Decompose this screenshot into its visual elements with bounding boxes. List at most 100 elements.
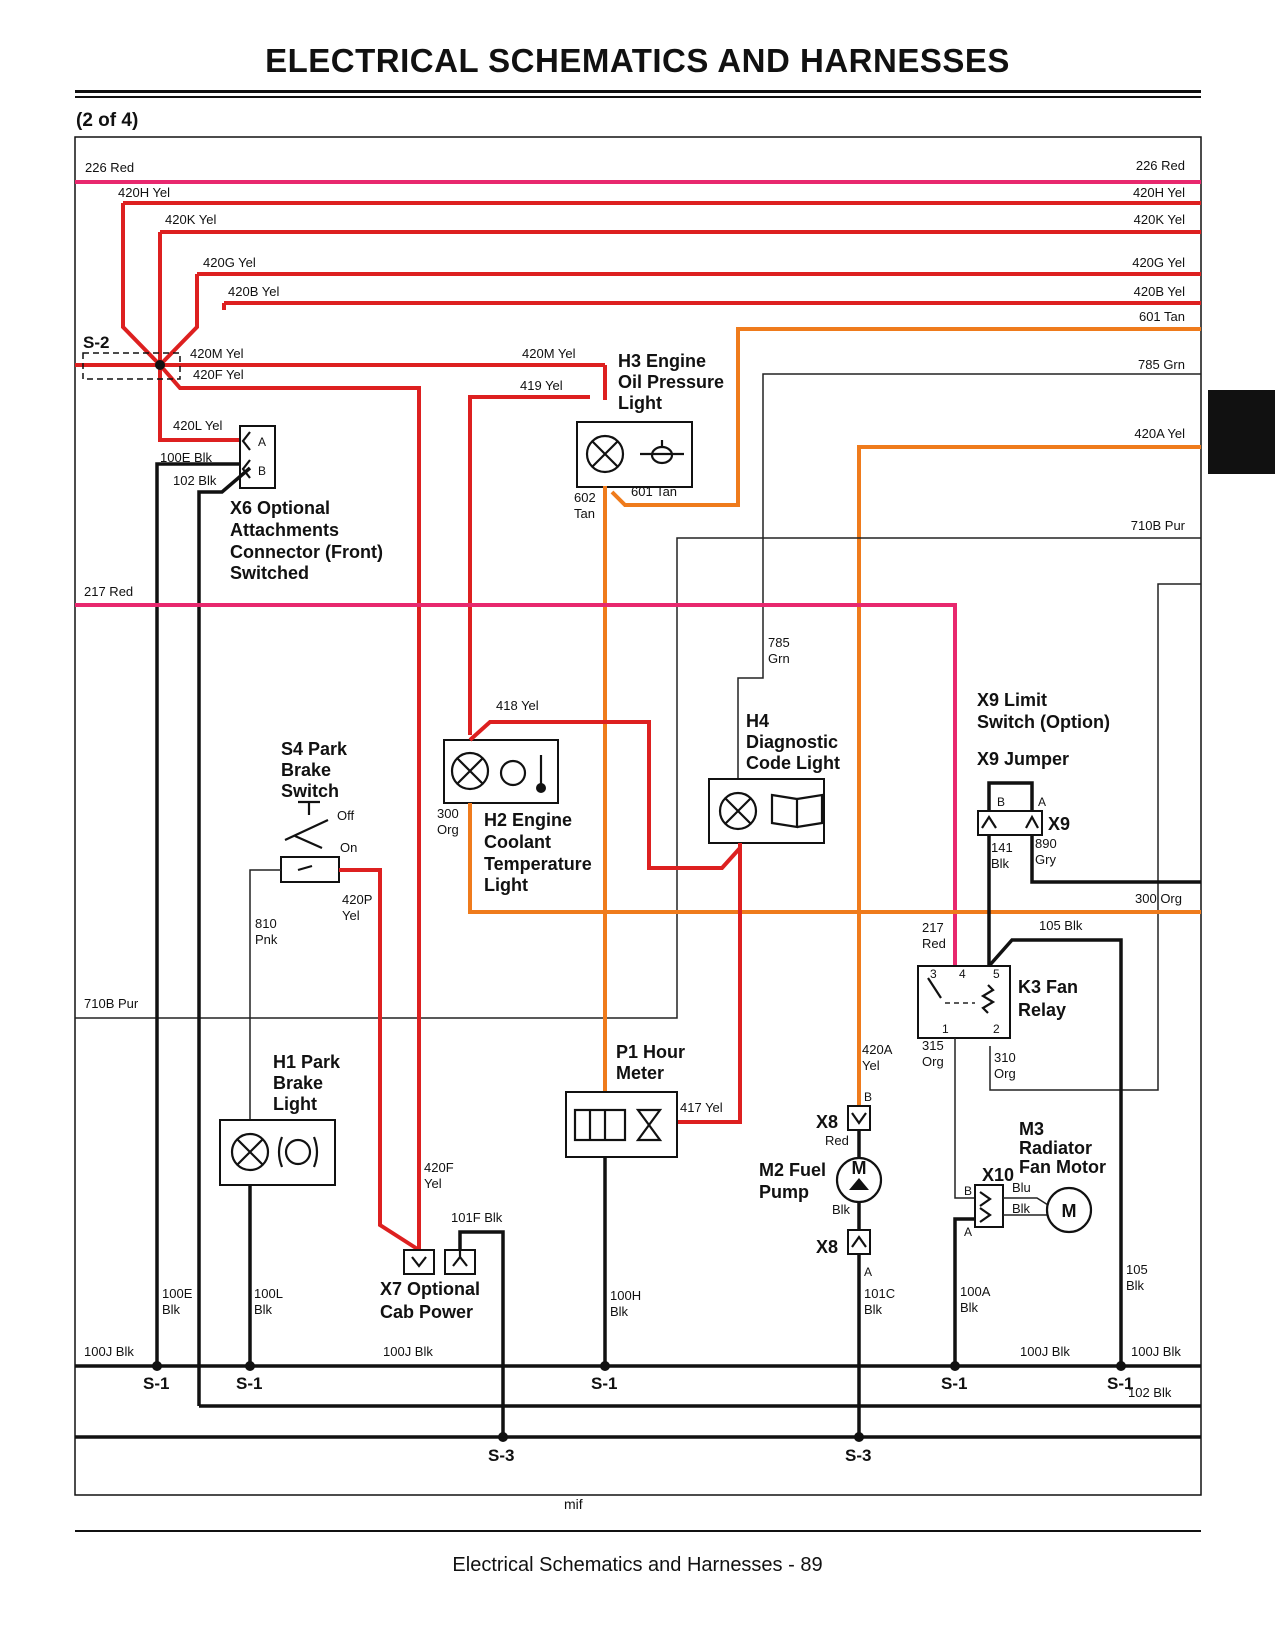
wire-label: Yel bbox=[862, 1058, 880, 1073]
wire-label: 602 bbox=[574, 490, 596, 505]
wire-label: Blk bbox=[832, 1202, 851, 1217]
wire-label: Blu bbox=[1012, 1180, 1031, 1195]
wire-420p-yel bbox=[339, 868, 421, 1252]
wire-label: Blk bbox=[960, 1300, 979, 1315]
s4-switch-symbol bbox=[284, 800, 329, 850]
k3-pin-3-label: 3 bbox=[930, 967, 937, 981]
wire-label: 417 Yel bbox=[680, 1100, 723, 1115]
s1-splice-dot-5 bbox=[1116, 1361, 1126, 1371]
wire-label: 310 bbox=[994, 1050, 1016, 1065]
x8-bottom-connector bbox=[847, 1229, 871, 1255]
p1-box bbox=[565, 1091, 678, 1158]
wire-label: 300 bbox=[437, 806, 459, 821]
k3-pin-1-label: 1 bbox=[942, 1022, 949, 1036]
wire-label: 420A Yel bbox=[1134, 426, 1185, 441]
x9-label-2: Switch (Option) bbox=[977, 712, 1110, 732]
wire-label: 420H Yel bbox=[118, 185, 170, 200]
m3-label-1: M3 bbox=[1019, 1119, 1044, 1139]
wire-label: 217 Red bbox=[84, 584, 133, 599]
h1-label-3: Light bbox=[273, 1094, 317, 1114]
wire-label: Yel bbox=[424, 1176, 442, 1191]
wire-label: 420L Yel bbox=[173, 418, 223, 433]
h1-box bbox=[219, 1119, 336, 1186]
x9-pin-b-label: B bbox=[997, 795, 1005, 809]
wire-label: 420M Yel bbox=[190, 346, 244, 361]
wire-label: 810 bbox=[255, 916, 277, 931]
wire-label: Blk bbox=[1126, 1278, 1145, 1293]
x10-pin-a-label: A bbox=[964, 1225, 972, 1239]
h1-lamp-cross bbox=[236, 1138, 264, 1166]
wire-label: 419 Yel bbox=[520, 378, 563, 393]
wire-label: 420M Yel bbox=[522, 346, 576, 361]
wire-label: 420K Yel bbox=[165, 212, 216, 227]
s4-on-label: On bbox=[340, 840, 357, 855]
s4-switch-box bbox=[280, 856, 340, 883]
wire-label: 101C bbox=[864, 1286, 895, 1301]
wire-label: Blk bbox=[864, 1302, 883, 1317]
h4-box bbox=[708, 778, 825, 844]
wire-417-yel bbox=[676, 843, 742, 1124]
wire-label: 420A bbox=[862, 1042, 893, 1057]
s4-label-2: Brake bbox=[281, 760, 331, 780]
h4-label-2: Diagnostic bbox=[746, 732, 838, 752]
x8-bottom-pin bbox=[851, 1235, 867, 1248]
x6-label-1: X6 Optional bbox=[230, 498, 330, 518]
wire-label: 601 Tan bbox=[631, 484, 677, 499]
coolant-temperature-icon bbox=[499, 755, 546, 793]
x7-label-2: Cab Power bbox=[380, 1302, 473, 1322]
wire-label: 105 Blk bbox=[1039, 918, 1083, 933]
x8-top-label: X8 bbox=[816, 1112, 838, 1132]
p1-label-1: P1 Hour bbox=[616, 1042, 685, 1062]
s2-splice-box bbox=[82, 352, 181, 380]
wire-label: Org bbox=[922, 1054, 944, 1069]
wire-101f-blk bbox=[458, 1230, 505, 1437]
x7-pin-a bbox=[403, 1249, 435, 1275]
wire-419-yel bbox=[468, 395, 590, 735]
wire-label: Blk bbox=[162, 1302, 181, 1317]
wire-300-org bbox=[468, 803, 1201, 914]
wire-label: 420H Yel bbox=[1133, 185, 1185, 200]
m2-label-2: Pump bbox=[759, 1182, 809, 1202]
s2-splice-dot bbox=[155, 360, 165, 370]
wire-label: Blk bbox=[610, 1304, 629, 1319]
wire-label: 418 Yel bbox=[496, 698, 539, 713]
wire-label: 100L bbox=[254, 1286, 283, 1301]
wire-label: 102 Blk bbox=[1128, 1385, 1172, 1400]
m3-motor-letter: M bbox=[1062, 1201, 1077, 1221]
s1-splice-dot-3 bbox=[600, 1361, 610, 1371]
m3-motor-symbol bbox=[1045, 1186, 1093, 1234]
wire-label: 100J Blk bbox=[1020, 1344, 1070, 1359]
s1-splice-dot-1 bbox=[152, 1361, 162, 1371]
x10-pin-b-label: B bbox=[964, 1184, 972, 1198]
wire-label: 420F Yel bbox=[193, 367, 244, 382]
h4-label-1: H4 bbox=[746, 711, 769, 731]
k3-contact-symbol bbox=[927, 977, 942, 999]
h1-lamp-symbol bbox=[230, 1132, 270, 1172]
x6-connector bbox=[239, 425, 276, 489]
s1-splice-dot-2 bbox=[245, 1361, 255, 1371]
h2-lamp-symbol bbox=[450, 751, 490, 791]
h2-label-4: Light bbox=[484, 875, 528, 895]
wire-710b-pur bbox=[75, 537, 1201, 1019]
h3-label-1: H3 Engine bbox=[618, 351, 706, 371]
x9-jumper-label: X9 Jumper bbox=[977, 749, 1069, 769]
wire-label: Blk bbox=[1012, 1201, 1031, 1216]
x10-label: X10 bbox=[982, 1165, 1014, 1185]
wire-420a-yel bbox=[857, 445, 1201, 1108]
k3-pin-5-label: 5 bbox=[993, 967, 1000, 981]
wire-label: 100H bbox=[610, 1288, 641, 1303]
wire-label: 226 Red bbox=[1136, 158, 1185, 173]
k3-coil-symbol bbox=[980, 984, 996, 1014]
s1-label: S-1 bbox=[1107, 1374, 1133, 1393]
m2-label-1: M2 Fuel bbox=[759, 1160, 826, 1180]
wire-label: 420P bbox=[342, 892, 372, 907]
h3-lamp-symbol bbox=[585, 434, 625, 474]
h3-lamp-cross bbox=[591, 440, 619, 468]
schematic-frame bbox=[74, 136, 1202, 1496]
m3-label-2: Radiator bbox=[1019, 1138, 1092, 1158]
s1-label: S-1 bbox=[236, 1374, 262, 1393]
wire-100a-blk bbox=[953, 1217, 975, 1366]
s3-splice-dot-2 bbox=[854, 1432, 864, 1442]
wire-label: Red bbox=[922, 936, 946, 951]
x6-pin-b-symbol bbox=[241, 459, 251, 479]
